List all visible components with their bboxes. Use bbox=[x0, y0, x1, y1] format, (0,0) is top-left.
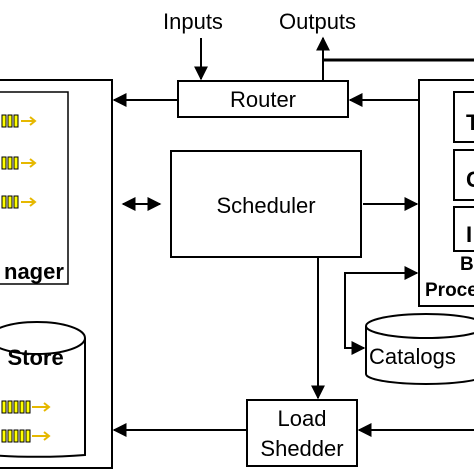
queue-icon-2 bbox=[1, 156, 37, 170]
router-box bbox=[177, 80, 349, 118]
processor-label-line2: Proce bbox=[425, 280, 474, 301]
processor-label-line1: B bbox=[460, 254, 474, 275]
inputs-label: Inputs bbox=[163, 9, 223, 34]
queue-icon-4 bbox=[1, 400, 51, 414]
queue-icon-1 bbox=[1, 114, 37, 128]
catalogs-label: Catalogs bbox=[369, 344, 456, 369]
load-shedder-label-line1: Load bbox=[278, 406, 327, 431]
processor-sub-label-1: T bbox=[466, 110, 474, 135]
processor-box bbox=[418, 79, 474, 307]
catalogs-link-arrow bbox=[344, 266, 419, 355]
router-label: Router bbox=[230, 87, 296, 112]
queue-manager-box bbox=[0, 79, 113, 469]
storage-cylinder bbox=[0, 321, 86, 458]
queue-manager-inner-box bbox=[0, 91, 69, 285]
processor-sub-box-1 bbox=[453, 91, 474, 143]
queue-icon-3 bbox=[1, 195, 37, 209]
storage-label: : Store bbox=[0, 345, 64, 370]
load-shedder-box bbox=[246, 399, 358, 467]
processor-sub-box-2 bbox=[453, 149, 474, 201]
processor-sub-label-3: I bbox=[466, 222, 472, 247]
load-shedder-label-line2: Shedder bbox=[260, 436, 343, 461]
queue-manager-label: nager bbox=[4, 259, 64, 284]
processor-sub-box-3 bbox=[453, 206, 474, 252]
outputs-label: Outputs bbox=[279, 9, 356, 34]
scheduler-label: Scheduler bbox=[216, 193, 315, 218]
queue-icon-5 bbox=[1, 429, 51, 443]
scheduler-box bbox=[170, 150, 362, 258]
processor-sub-label-2: C bbox=[466, 167, 474, 192]
